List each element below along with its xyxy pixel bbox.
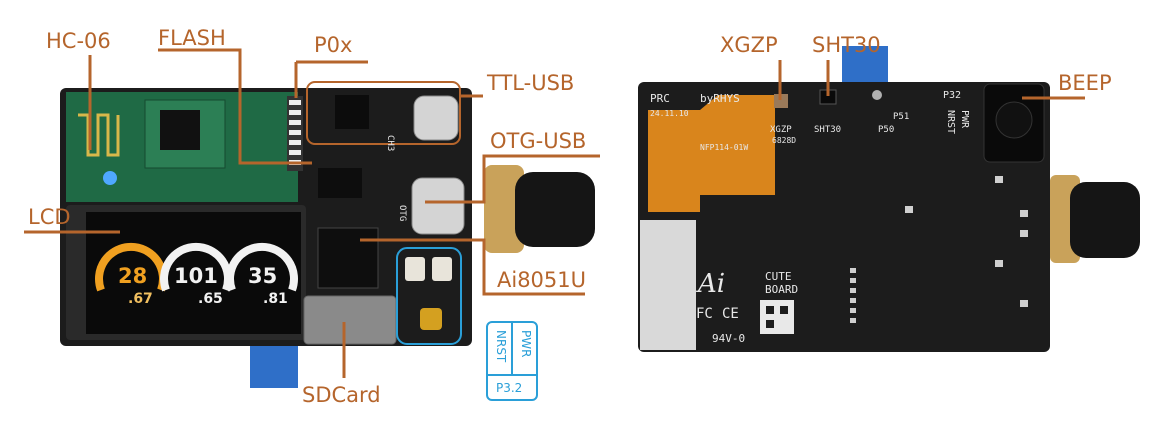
- button-legend-box: NRST PWR P3.2: [486, 321, 538, 401]
- gauge-3-value: 35: [248, 264, 277, 288]
- silk-date: 24.11.10: [650, 109, 689, 118]
- back-labels: XGZP SHT30 BEEP: [720, 33, 1112, 100]
- silk-xgzp: XGZP: [770, 125, 792, 135]
- qr-code: [760, 300, 794, 334]
- gauge-3: 35 .81: [226, 242, 298, 307]
- bt-antenna: [78, 113, 120, 157]
- silk-side-labels: P32 NRST PWR: [943, 90, 970, 134]
- silk-p32: P32: [943, 90, 961, 101]
- gauge-1-value: 28: [118, 264, 147, 288]
- gauge-1-decimal: .67: [128, 291, 153, 307]
- label-beep: BEEP: [1058, 71, 1112, 95]
- silk-board: BOARD: [765, 283, 798, 296]
- silk-p50: P50: [878, 125, 894, 135]
- xgzp-sensor: [774, 94, 788, 108]
- gauge-2-decimal: .65: [198, 291, 223, 307]
- label-ai8051u: Ai8051U: [497, 268, 586, 292]
- silk-nrst: NRST: [945, 110, 956, 134]
- flash-chip: [318, 168, 362, 198]
- buzzer-hole: [995, 101, 1033, 139]
- bt-led: [103, 171, 117, 185]
- legend-p32: P3.2: [496, 381, 522, 395]
- silk-fc: FC: [696, 306, 713, 322]
- back-usb-cable: [1070, 182, 1140, 258]
- front-board: CH3 OTG 28 .67 101 .65 35 .81: [60, 81, 595, 401]
- otg-silk: OTG: [397, 205, 407, 221]
- silk-byrhys: byRHYS: [700, 92, 740, 105]
- gauge-2-value: 101: [174, 264, 218, 288]
- pwr-button: [405, 257, 425, 281]
- ai8051u-chip: [317, 227, 379, 289]
- back-board: NFP114-01W PRC byRHYS 24.11.10 XGZP 6828…: [638, 46, 1140, 352]
- silk-p51: P51: [893, 112, 909, 122]
- sdcard-slot: [303, 295, 397, 345]
- ttl-usb-outline: [306, 81, 461, 145]
- otg-usb-port: [411, 177, 465, 235]
- fpc-ribbon: [648, 95, 775, 212]
- fpc-text: NFP114-01W: [700, 143, 748, 152]
- label-flash: FLASH: [158, 26, 226, 50]
- p0x-header: [287, 96, 303, 171]
- usb-cable: [515, 172, 595, 247]
- nrst-button: [432, 257, 452, 281]
- silk-rating: 94V-0: [712, 332, 745, 345]
- silk-ai: Ai: [696, 269, 725, 299]
- silk-cute: CUTE: [765, 270, 792, 283]
- blue-tab: [250, 338, 298, 388]
- ch-silk: CH3: [385, 135, 395, 151]
- label-sht30: SHT30: [812, 33, 881, 57]
- silk-xgzp-code: 6828D: [772, 136, 796, 145]
- label-lcd: LCD: [28, 205, 71, 229]
- lcd-back: [640, 220, 696, 350]
- ttl-usb-port: [413, 95, 459, 141]
- label-ttl-usb: TTL-USB: [486, 71, 574, 95]
- silk-ce: CE: [722, 306, 739, 322]
- bt-chip: [160, 110, 200, 150]
- lcd-screen: [86, 212, 301, 334]
- legend-nrst: NRST: [494, 330, 508, 363]
- legend-pwr: PWR: [519, 330, 533, 357]
- label-xgzp: XGZP: [720, 33, 778, 57]
- back-pads: [850, 176, 1028, 323]
- p50-pad: [872, 90, 882, 100]
- label-hc06: HC-06: [46, 29, 111, 53]
- silk-prc: PRC: [650, 92, 670, 105]
- silk-sht30: SHT30: [814, 125, 841, 135]
- front-labels: HC-06 FLASH P0x TTL-USB OTG-USB LCD Ai80…: [24, 26, 600, 407]
- cable-collar: [484, 165, 524, 253]
- ttl-chip: [335, 95, 369, 129]
- silk-pwr: PWR: [959, 110, 970, 129]
- label-p0x: P0x: [314, 33, 352, 57]
- label-sdcard: SDCard: [302, 383, 381, 407]
- gauge-3-decimal: .81: [263, 291, 288, 307]
- back-blue-tab: [842, 46, 888, 86]
- p32-button: [420, 308, 442, 330]
- label-otg-usb: OTG-USB: [490, 129, 586, 153]
